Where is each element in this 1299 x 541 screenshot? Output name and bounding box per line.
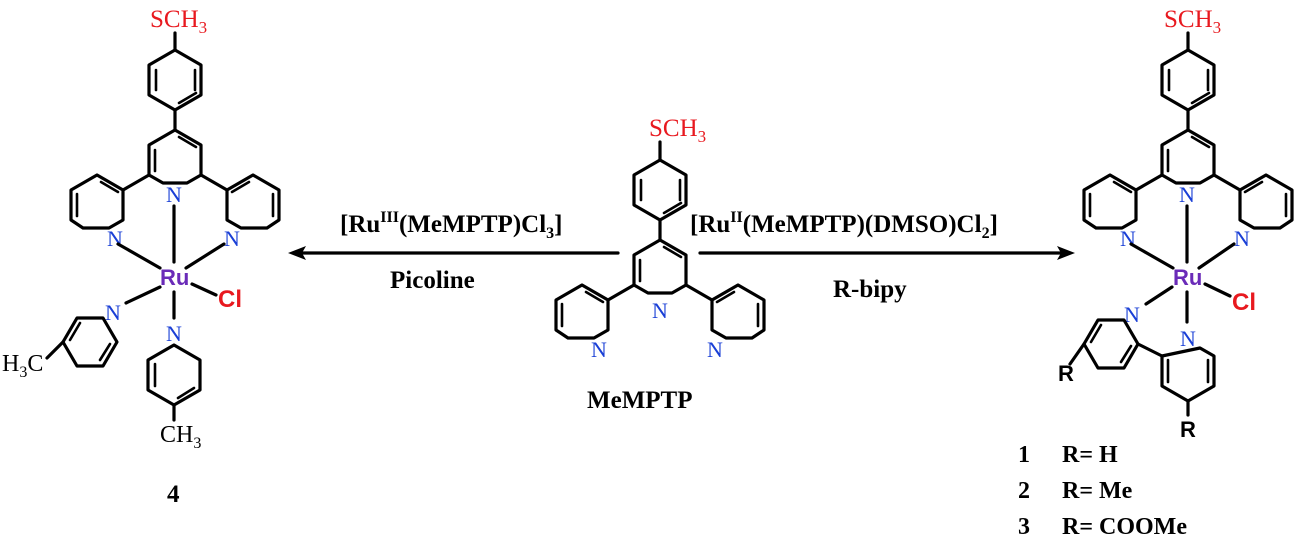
center-sch3-label: SCH3 xyxy=(649,115,706,146)
legend-number-1: 1 xyxy=(1018,442,1030,468)
center-pyridine-n: N xyxy=(652,298,668,323)
center-ligand-structure: SCH3 N N N xyxy=(554,115,766,362)
center-compound-name: MeMPTP xyxy=(587,387,693,414)
left-compound-number: 4 xyxy=(167,481,180,508)
left-chloride: Cl xyxy=(218,286,242,313)
legend-text-2: R= Me xyxy=(1062,478,1133,504)
center-left-n: N xyxy=(591,337,607,362)
center-right-n: N xyxy=(707,337,723,362)
legend-number-2: 2 xyxy=(1018,478,1030,504)
right-complex-structure: SCH3 N N N Ru Cl N xyxy=(1058,6,1294,442)
right-bipy-n1: N xyxy=(1124,302,1140,327)
legend-text-3: R= COOMe xyxy=(1062,514,1187,540)
right-central-n: N xyxy=(1179,182,1195,207)
r-group-legend: 1 R= H 2 R= Me 3 R= COOMe xyxy=(1018,442,1187,540)
left-picoline2-n: N xyxy=(166,321,182,346)
left-ch3-label: CH3 xyxy=(160,422,201,452)
left-reaction-arrow xyxy=(288,246,620,260)
left-sch3-label: SCH3 xyxy=(150,6,207,37)
left-picoline1-n: N xyxy=(105,300,121,325)
left-right-n: N xyxy=(224,226,240,251)
right-r-lower: R xyxy=(1180,417,1196,442)
left-condition-label: Picoline xyxy=(390,267,475,294)
right-condition-label: R-bipy xyxy=(833,276,907,303)
left-central-n: N xyxy=(166,182,182,207)
left-metal-ru: Ru xyxy=(160,265,189,290)
right-metal-ru: Ru xyxy=(1173,265,1202,290)
left-h3c-label: H3C xyxy=(2,351,43,381)
legend-number-3: 3 xyxy=(1018,514,1030,540)
right-chloride: Cl xyxy=(1232,289,1256,316)
right-bipy-n2: N xyxy=(1180,326,1196,351)
right-r-upper: R xyxy=(1058,361,1074,386)
right-sch3-label: SCH3 xyxy=(1164,6,1221,37)
left-reagent-label: [RuIII(MeMPTP)Cl3] xyxy=(340,209,562,242)
left-complex-structure: SCH3 N N N Ru Cl N xyxy=(2,6,281,452)
right-reagent-label: [RuII(MeMPTP)(DMSO)Cl2] xyxy=(690,209,998,242)
legend-text-1: R= H xyxy=(1062,442,1118,468)
right-right-n: N xyxy=(1234,226,1250,251)
right-reaction-arrow xyxy=(698,246,1075,260)
